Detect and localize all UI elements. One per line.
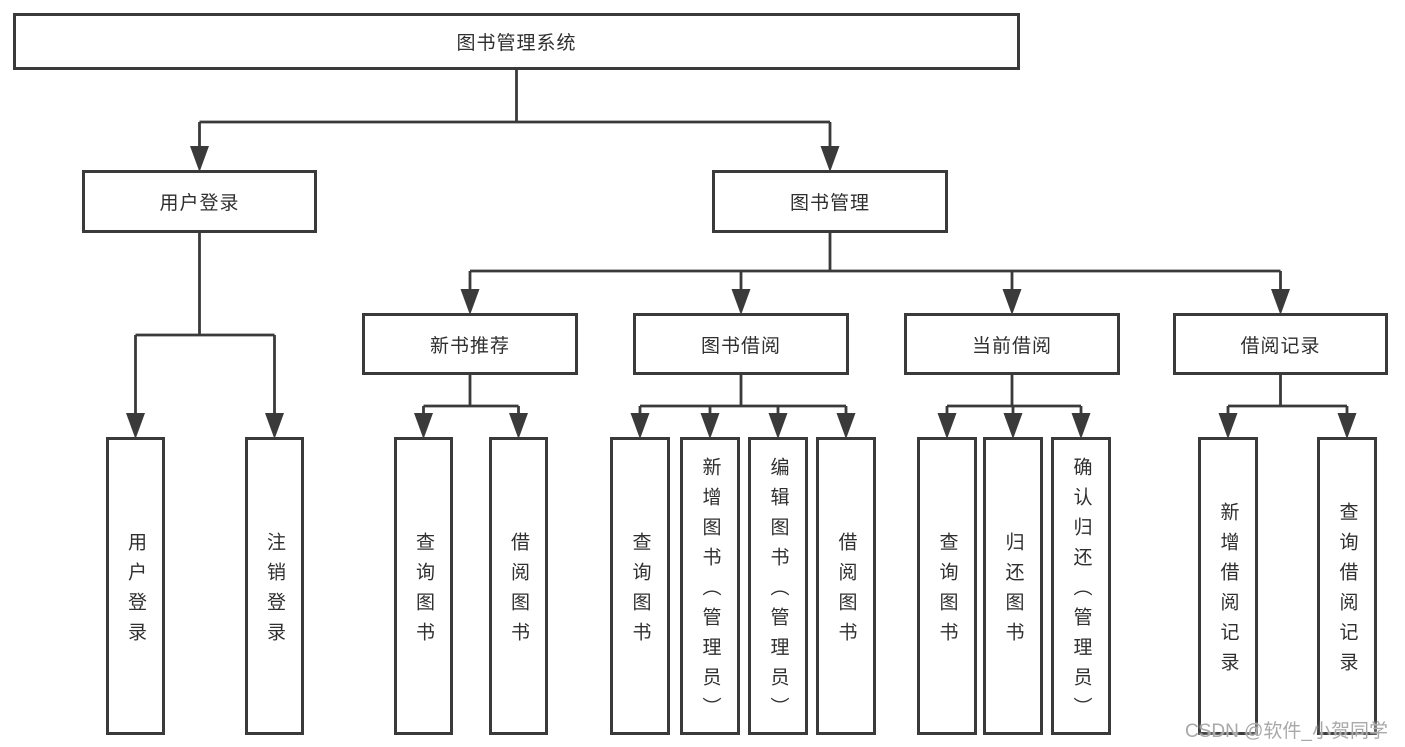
node-book-borrow-label: 图书借阅: [700, 335, 781, 357]
leaf-query-books-current: 查询图书: [917, 437, 977, 735]
node-current-borrow: 当前借阅: [904, 313, 1120, 375]
leaf-query-books-recommend-label: 查询图书: [413, 531, 434, 652]
node-root: 图书管理系统: [13, 13, 1020, 70]
node-borrow-records: 借阅记录: [1173, 313, 1388, 375]
leaf-logout-label: 注销登录: [264, 531, 285, 652]
node-book-management: 图书管理: [712, 170, 948, 233]
leaf-borrow-books-recommend: 借阅图书: [489, 437, 548, 735]
leaf-query-books-current-label: 查询图书: [936, 531, 958, 652]
leaf-borrow-books-recommend-label: 借阅图书: [508, 531, 529, 652]
leaf-query-borrow-record: 查询借阅记录: [1317, 437, 1377, 735]
leaf-logout: 注销登录: [245, 437, 304, 735]
leaf-query-books-borrow: 查询图书: [610, 437, 670, 735]
leaf-query-books-borrow-label: 查询图书: [629, 531, 651, 652]
node-new-book-recommend: 新书推荐: [362, 313, 578, 375]
node-user-login-label: 用户登录: [159, 193, 240, 214]
csdn-watermark: CSDN @软件_小贺同学: [1185, 721, 1388, 742]
leaf-user-login-label: 用户登录: [125, 531, 146, 652]
leaf-borrow-books-label: 借阅图书: [835, 531, 857, 652]
leaf-add-books-admin: 新增图书（管理员）: [680, 437, 740, 735]
node-root-label: 图书管理系统: [456, 33, 577, 54]
node-book-borrow: 图书借阅: [633, 313, 849, 375]
leaf-add-borrow-record-label: 新增借阅记录: [1217, 501, 1239, 682]
leaf-borrow-books: 借阅图书: [816, 437, 876, 735]
node-new-book-recommend-label: 新书推荐: [429, 335, 510, 357]
leaf-confirm-return-admin-label: 确认归还（管理员）: [1070, 456, 1092, 727]
node-book-management-label: 图书管理: [789, 193, 870, 214]
leaf-query-books-recommend: 查询图书: [394, 437, 453, 735]
node-borrow-records-label: 借阅记录: [1240, 335, 1321, 357]
leaf-add-borrow-record: 新增借阅记录: [1198, 437, 1258, 735]
leaf-confirm-return-admin: 确认归还（管理员）: [1051, 437, 1111, 735]
leaf-add-books-admin-label: 新增图书（管理员）: [699, 456, 721, 727]
leaf-return-books-label: 归还图书: [1002, 531, 1024, 652]
node-current-borrow-label: 当前借阅: [971, 335, 1052, 357]
leaf-edit-books-admin-label: 编辑图书（管理员）: [767, 456, 789, 727]
leaf-edit-books-admin: 编辑图书（管理员）: [748, 437, 808, 735]
node-user-login: 用户登录: [82, 170, 317, 233]
leaf-return-books: 归还图书: [983, 437, 1043, 735]
leaf-user-login: 用户登录: [106, 437, 165, 735]
leaf-query-borrow-record-label: 查询借阅记录: [1336, 501, 1358, 682]
